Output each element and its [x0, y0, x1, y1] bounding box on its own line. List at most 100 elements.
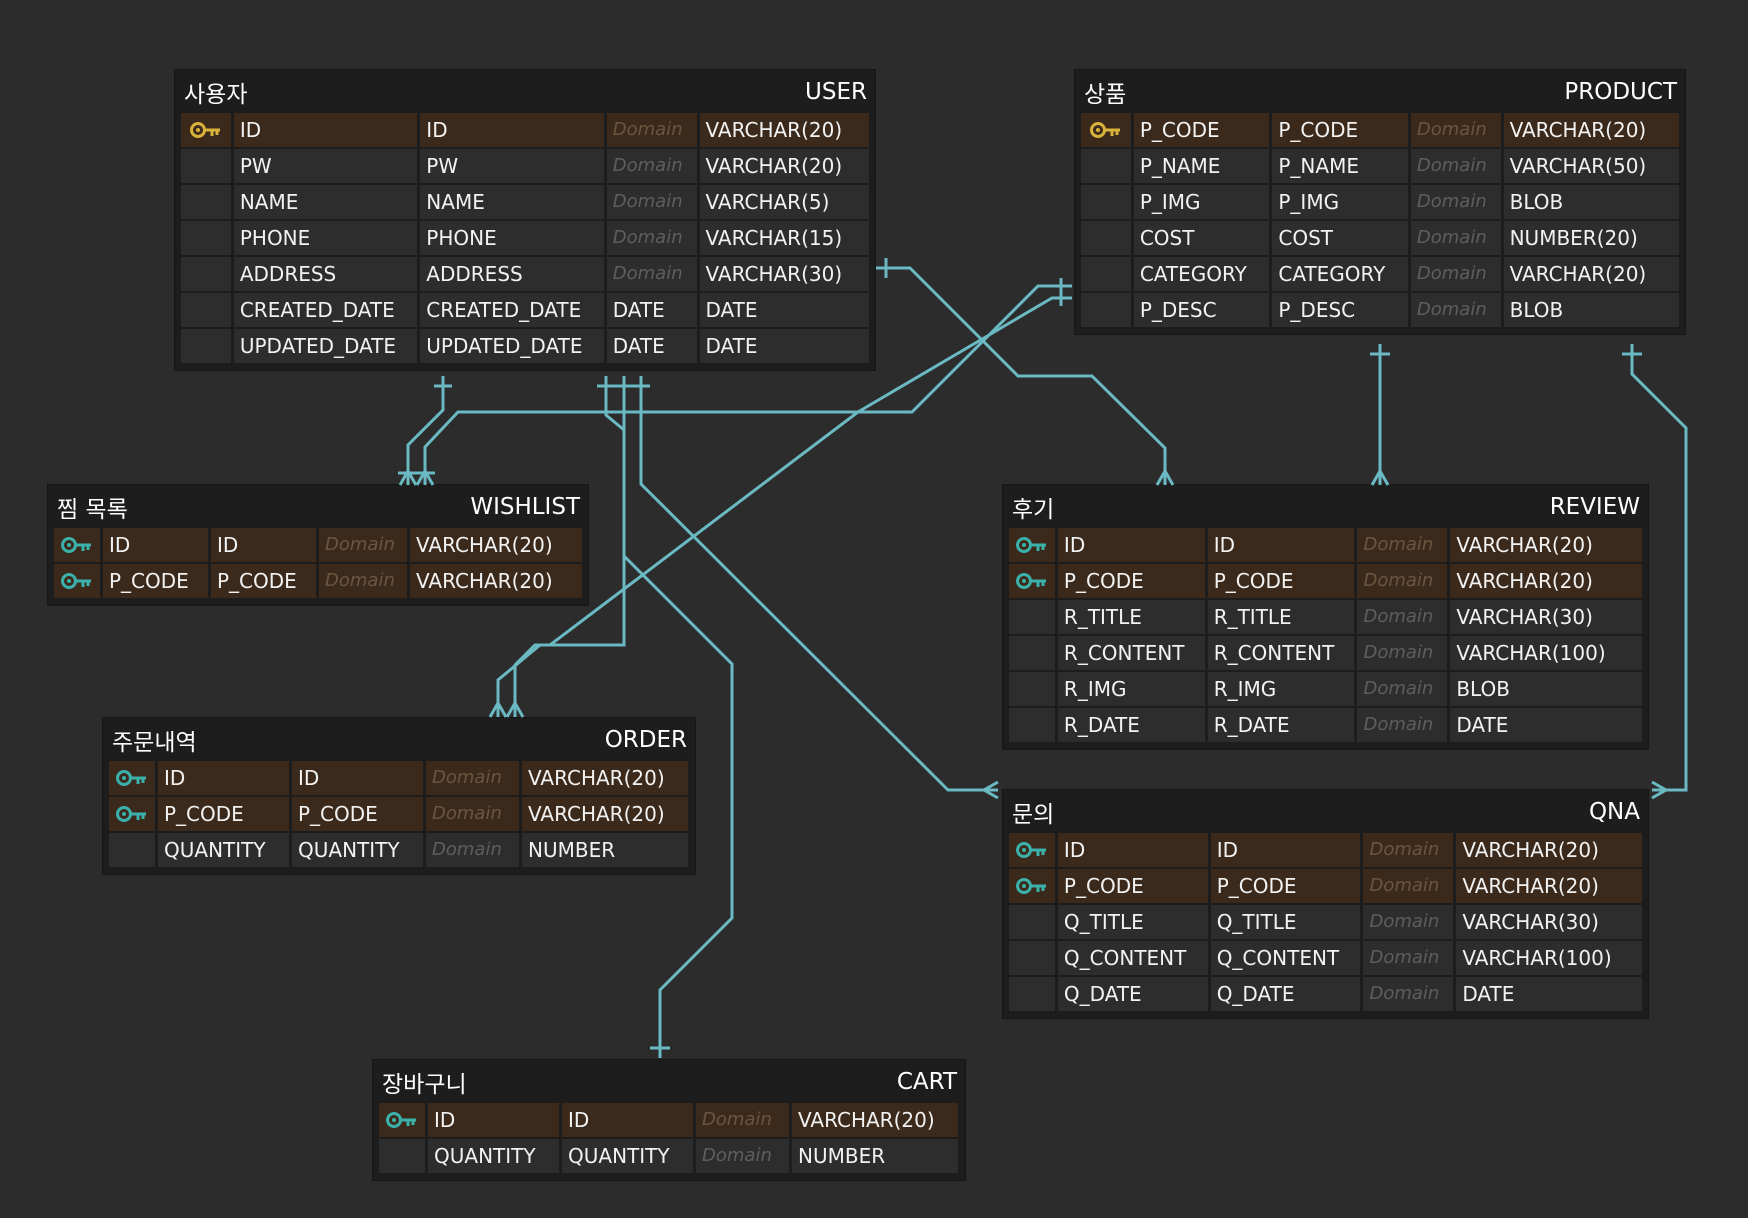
field-type: VARCHAR(20) — [699, 113, 869, 147]
entity-header: 주문내역 ORDER — [103, 718, 695, 761]
key-cell — [1009, 905, 1055, 939]
entity-logical-name: 장바구니 — [382, 1071, 467, 1098]
field-physical-name: QUANTITY — [292, 833, 423, 867]
field-domain: Domain — [606, 185, 697, 219]
field-type: VARCHAR(20) — [522, 761, 688, 795]
field-logical-name: P_IMG — [1133, 185, 1270, 219]
entity-header: 문의 QNA — [1003, 790, 1648, 833]
field-type: VARCHAR(30) — [1450, 600, 1642, 634]
field-type: BLOB — [1450, 672, 1642, 706]
field-type: BLOB — [1503, 185, 1679, 219]
field-logical-name: CREATED_DATE — [233, 293, 418, 327]
field-logical-name: QUANTITY — [158, 833, 289, 867]
field-type: VARCHAR(20) — [410, 564, 582, 598]
foreign-key-icon — [109, 797, 155, 831]
field-type: VARCHAR(5) — [699, 185, 869, 219]
field-logical-name: P_DESC — [1133, 293, 1270, 327]
field-physical-name: NAME — [420, 185, 604, 219]
field-type: VARCHAR(100) — [1456, 941, 1643, 975]
field-domain: Domain — [606, 257, 697, 291]
field-type: VARCHAR(20) — [699, 149, 869, 183]
key-cell — [181, 293, 231, 327]
rel-user-cart[interactable] — [597, 376, 734, 1058]
key-cell — [1081, 257, 1131, 291]
field-logical-name: P_CODE — [1133, 113, 1270, 147]
field-domain: Domain — [1363, 905, 1454, 939]
key-cell — [1009, 708, 1055, 742]
field-type: VARCHAR(20) — [1450, 564, 1642, 598]
rel-user-qna[interactable] — [632, 376, 999, 800]
field-physical-name: Q_TITLE — [1210, 905, 1361, 939]
field-domain: Domain — [1357, 564, 1448, 598]
field-physical-name: ID — [211, 528, 316, 562]
key-cell — [1081, 293, 1131, 327]
field-physical-name: P_CODE — [292, 797, 423, 831]
field-physical-name: ID — [562, 1103, 693, 1137]
field-type: VARCHAR(30) — [1456, 905, 1643, 939]
field-domain: Domain — [1410, 221, 1501, 255]
rel-user-review[interactable] — [876, 258, 1175, 486]
field-domain: Domain — [1363, 833, 1454, 867]
entity-logical-name: 문의 — [1012, 801, 1055, 828]
field-domain: Domain — [426, 761, 519, 795]
field-domain: DATE — [606, 329, 697, 363]
field-type: NUMBER — [792, 1139, 958, 1173]
rel-product-order[interactable] — [488, 290, 1072, 718]
field-logical-name: ID — [1057, 528, 1205, 562]
foreign-key-icon — [54, 528, 100, 562]
field-type: BLOB — [1503, 293, 1679, 327]
field-logical-name: R_IMG — [1057, 672, 1205, 706]
rel-product-review[interactable] — [1370, 344, 1390, 486]
field-type: VARCHAR(100) — [1450, 636, 1642, 670]
field-type: VARCHAR(20) — [1456, 869, 1643, 903]
rel-product-qna[interactable] — [1622, 344, 1688, 800]
rel-user-wishlist[interactable] — [398, 376, 452, 486]
field-logical-name: P_CODE — [103, 564, 208, 598]
field-logical-name: PW — [233, 149, 418, 183]
field-domain: Domain — [1363, 941, 1454, 975]
field-logical-name: COST — [1133, 221, 1270, 255]
entity-header: 상품 PRODUCT — [1075, 70, 1685, 113]
field-physical-name: ID — [292, 761, 423, 795]
field-domain: Domain — [606, 149, 697, 183]
entity-header: 후기 REVIEW — [1003, 485, 1648, 528]
